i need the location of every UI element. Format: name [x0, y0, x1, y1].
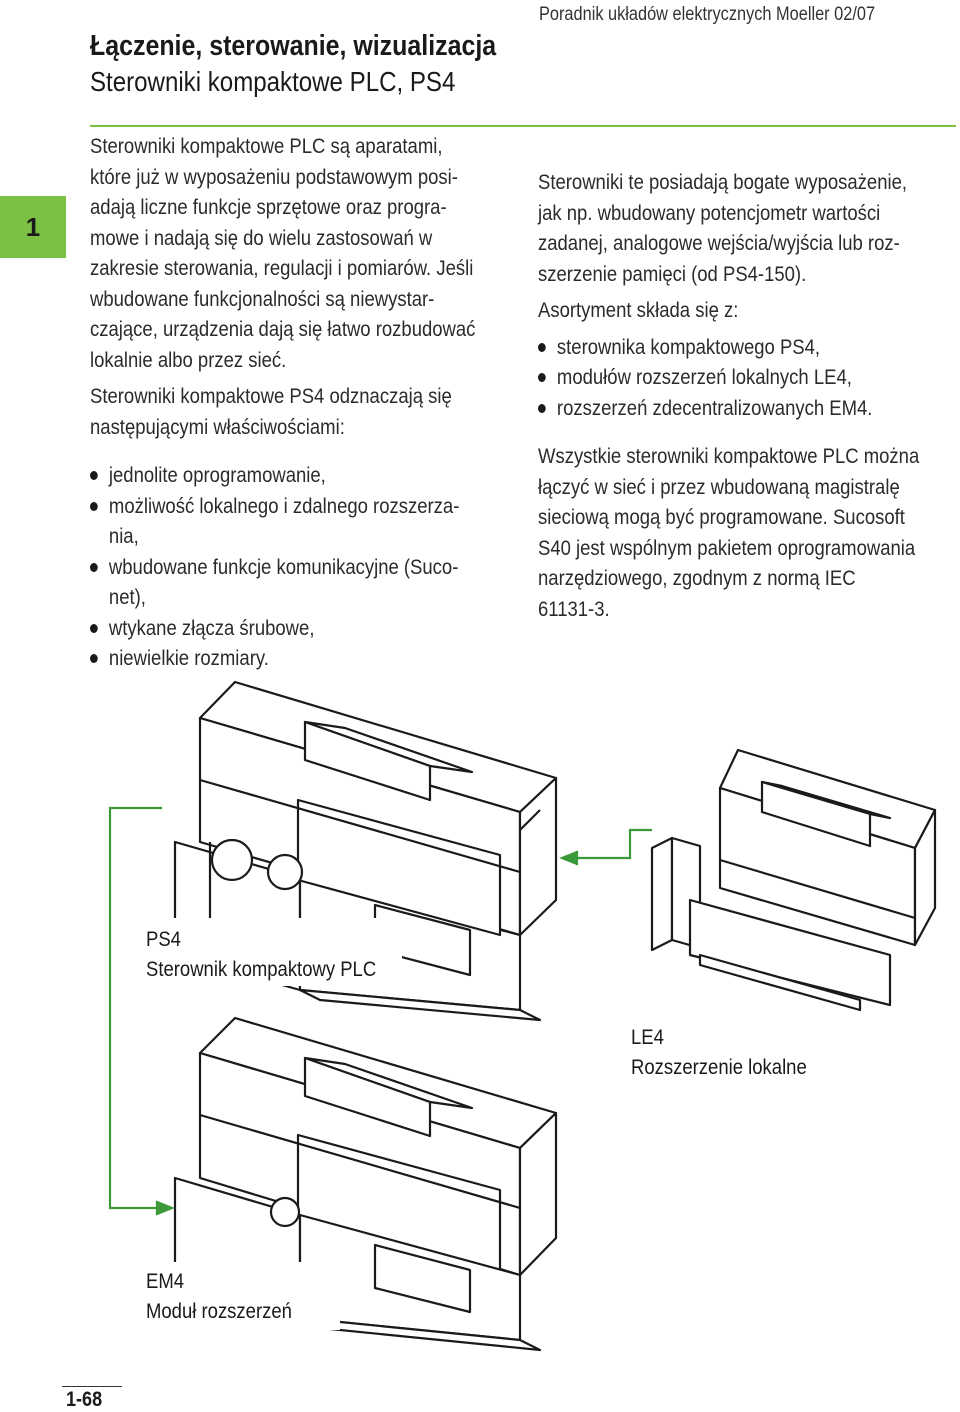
header-rule — [90, 125, 956, 127]
right-features-paragraph: Sterowniki te posiadają bogate wyposażen… — [538, 170, 908, 286]
right-network-paragraph: Wszystkie sterowniki kompaktowe PLC możn… — [538, 444, 920, 621]
chapter-number: 1 — [25, 211, 41, 242]
properties-list: jednolite oprogramowanie, możliwość loka… — [90, 460, 490, 674]
ps4-le4-connector — [570, 828, 652, 860]
arrow-head-icon — [155, 1200, 175, 1216]
left-properties-paragraph: Sterowniki kompaktowe PS4 odznaczają się… — [90, 384, 452, 439]
le4-device-drawing — [650, 748, 937, 1012]
footer-rule — [62, 1386, 122, 1387]
left-column: Sterowniki kompaktowe PLC są aparatami, … — [90, 131, 490, 674]
chapter-tab: 1 — [0, 196, 66, 258]
left-intro-paragraph: Sterowniki kompaktowe PLC są aparatami, … — [90, 134, 476, 372]
ps4-em4-connector — [108, 806, 162, 1210]
list-item: modułów rozszerzeń lokalnych LE4, — [538, 362, 959, 393]
list-item: wbudowane funkcje komunikacyjne (Suco-ne… — [90, 552, 490, 613]
right-range-intro: Asortyment składa się z: — [538, 298, 739, 322]
list-item: rozszerzeń zdecentralizowanych EM4. — [538, 393, 959, 424]
right-column: Sterowniki te posiadają bogate wyposażen… — [538, 167, 959, 624]
list-item: jednolite oprogramowanie, — [90, 460, 490, 491]
running-header: Poradnik układów elektrycznych Moeller 0… — [539, 4, 876, 25]
list-item: sterownika kompaktowego PS4, — [538, 332, 959, 363]
list-item: wtykane złącza śrubowe, — [90, 613, 490, 644]
list-item: możliwość lokalnego i zdalnego rozszerza… — [90, 491, 490, 552]
arrow-head-icon — [559, 850, 579, 866]
range-list: sterownika kompaktowego PS4, modułów roz… — [538, 332, 959, 424]
page-subtitle: Sterowniki kompaktowe PLC, PS4 — [90, 66, 456, 97]
plc-modules-illustration — [108, 680, 937, 1352]
page-number: 1-68 — [66, 1388, 103, 1411]
page-title: Łączenie, sterowanie, wizualizacja — [90, 30, 497, 62]
list-item: niewielkie rozmiary. — [90, 643, 490, 674]
